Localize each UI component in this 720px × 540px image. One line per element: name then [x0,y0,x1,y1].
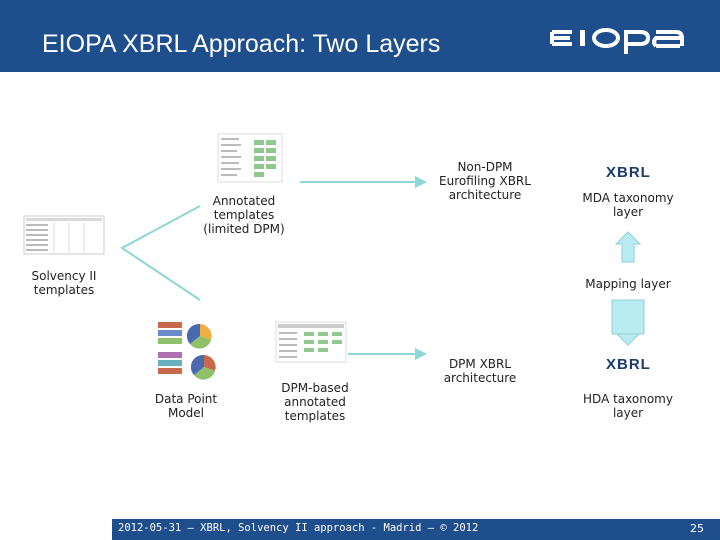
annotated-templates-label: Annotated templates (limited DPM) [203,194,285,236]
eiopa-logo [550,28,684,54]
dpm-annotated-templates-label: DPM-based annotated templates [281,381,349,423]
solvency-template-thumbnail [23,215,105,255]
footer-text: 2012-05-31 – XBRL, Solvency II approach … [118,522,479,534]
xbrl-logo-top: XBRL [606,164,651,184]
data-point-model-label: Data Point Model [154,392,218,420]
dpm-architecture-label: DPM XBRL architecture [443,357,517,385]
hda-layer-label: HDA taxonomy layer [583,392,673,420]
data-point-model-image [158,322,216,380]
page-number: 25 [690,522,704,535]
double-arrow-top [614,231,642,263]
footer-bar [112,519,720,540]
solvency-templates-label: Solvency II templates [31,269,97,297]
mapping-layer-label: Mapping layer [585,277,671,291]
header-bar [0,0,720,72]
xbrl-logo-top-text: XBRL [606,164,651,181]
slide-title: EIOPA XBRL Approach: Two Layers [42,30,441,58]
dpm-template-thumbnail [275,321,347,363]
non-dpm-architecture-label: Non-DPM Eurofiling XBRL architecture [439,160,531,202]
mda-layer-label: MDA taxonomy layer [582,191,674,219]
annotated-template-thumbnail [217,133,283,183]
split-connector [120,205,201,301]
xbrl-logo-bottom: XBRL [606,356,651,376]
xbrl-logo-bottom-text: XBRL [606,356,651,373]
